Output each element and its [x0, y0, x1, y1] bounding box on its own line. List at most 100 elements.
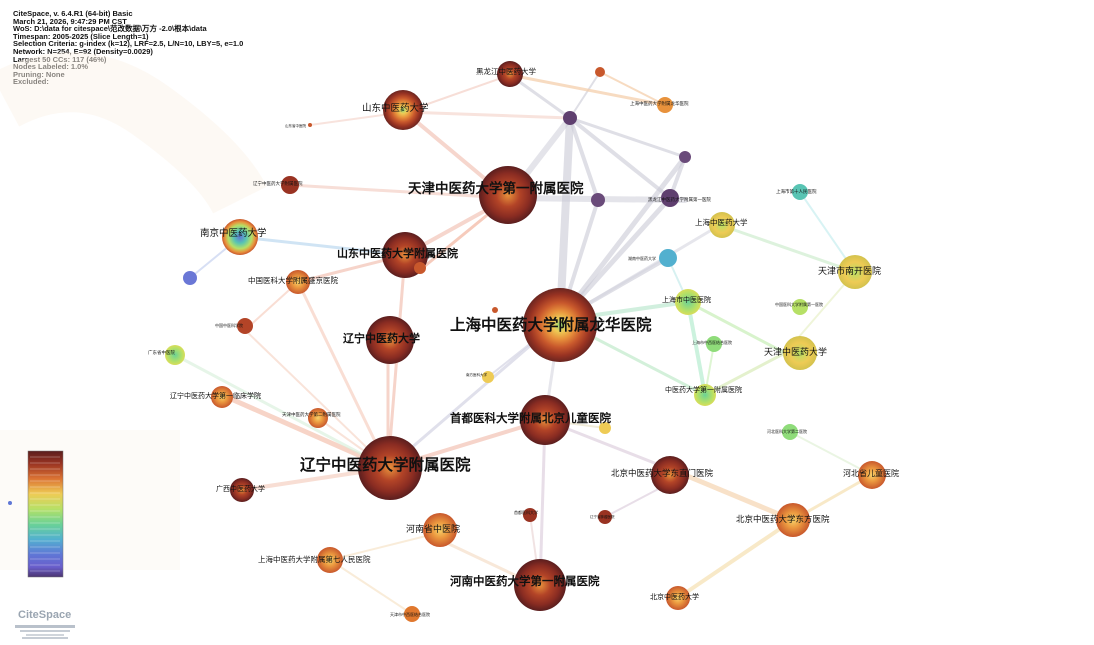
node-small[interactable]	[591, 193, 605, 207]
node-henan-sheng[interactable]	[423, 513, 457, 547]
label-shandong-dx: 山东中医药大学	[362, 102, 429, 114]
citespace-logo-text: CiteSpace	[18, 609, 72, 621]
year-legend-bar	[27, 450, 64, 578]
label-tianjin-nk: 天津市南开医院	[818, 265, 881, 277]
label-tiny: 上海中医药大学附属龙华医院	[630, 100, 689, 107]
label-tiny: 辽宁中医药大学附属医院	[253, 180, 303, 187]
label-beijing-dx: 北京中医药大学	[650, 592, 699, 601]
node-labels: 上海中医药大学附属龙华医院 辽宁中医药大学附属医院 天津中医药大学第一附属医院 …	[148, 66, 899, 617]
label-shoudu-etyy: 首都医科大学附属北京儿童医院	[450, 411, 611, 425]
label-longhua: 上海中医药大学附属龙华医院	[450, 315, 652, 334]
node-small[interactable]	[706, 336, 722, 352]
label-nanjing-dx: 南京中医药大学	[200, 227, 267, 239]
legend-ticks	[30, 456, 60, 572]
label-henan-sheng: 河南省中医院	[406, 523, 460, 535]
node-small[interactable]	[598, 510, 612, 524]
node-tianjin-fy1[interactable]	[479, 166, 537, 224]
label-tiny: 南方医科大学	[466, 372, 487, 377]
label-tiny: 天津中医药大学第二附属医院	[282, 411, 341, 418]
node-shanghai-szy[interactable]	[675, 289, 701, 315]
label-tiny: 黑龙江中医药大学附属第一医院	[648, 196, 711, 203]
header-line: Selection Criteria: g-index (k=12), LRF=…	[13, 39, 244, 49]
node-small[interactable]	[659, 249, 677, 267]
label-tiny: 首都医科大学	[514, 509, 538, 515]
node-shengjing[interactable]	[286, 270, 310, 294]
label-heilongjiang: 黑龙江中医药大学	[476, 66, 536, 76]
label-shanghai-dx: 上海中医药大学	[695, 217, 748, 227]
node-longhua[interactable]	[523, 288, 597, 362]
node-beijing-df[interactable]	[776, 503, 810, 537]
node-shanghai-q[interactable]	[317, 547, 343, 573]
label-tianjin-fy1: 天津中医药大学第一附属医院	[408, 180, 584, 197]
node-small[interactable]	[237, 318, 253, 334]
node-small[interactable]	[165, 345, 185, 365]
label-shanghai-q: 上海中医药大学附属第七人民医院	[258, 554, 371, 564]
node-small[interactable]	[792, 299, 808, 315]
header-line: WoS: D:\data for citespace\范改数据\万方 -2.0\…	[13, 24, 207, 34]
node-henan-fy1[interactable]	[514, 559, 566, 611]
node-small[interactable]	[679, 151, 691, 163]
node-tianjin-dx[interactable]	[783, 336, 817, 370]
label-zhongyi-fy1: 中医药大学第一附属医院	[665, 385, 742, 394]
label-tiny: 天津市中西医结合医院	[390, 611, 430, 617]
label-guangxi: 广西中医药大学	[216, 484, 265, 493]
node-nanjing-dx[interactable]	[222, 219, 258, 255]
node-guangxi[interactable]	[230, 478, 254, 502]
node-liaoning-fy[interactable]	[358, 436, 422, 500]
node-zhongyi-fy1[interactable]	[694, 384, 716, 406]
citespace-logo	[15, 625, 75, 639]
node-small[interactable]	[414, 262, 426, 274]
node-small[interactable]	[308, 123, 312, 127]
label-tiny: 山东省中医院	[285, 123, 306, 128]
header-line: CiteSpace, v. 6.4.R1 (64-bit) Basic	[13, 9, 133, 18]
label-beijing-dzm: 北京中医药大学东直门医院	[611, 468, 714, 479]
node-hebei-et[interactable]	[858, 461, 886, 489]
node-small[interactable]	[308, 408, 328, 428]
label-tianjin-dx: 天津中医药大学	[764, 346, 827, 358]
node-shoudu-etyy[interactable]	[520, 395, 570, 445]
label-tiny: 中国中医科学院	[215, 322, 243, 328]
header-line: Timespan: 2005-2025 (Slice Length=1)	[13, 31, 149, 41]
label-shengjing: 中国医科大学附属盛京医院	[248, 275, 338, 285]
node-small[interactable]	[563, 111, 577, 125]
node-shanghai-dx[interactable]	[709, 212, 735, 238]
node-small[interactable]	[657, 97, 673, 113]
header-line: Network: N=254, E=92 (Density=0.0029)	[13, 46, 153, 56]
node-small[interactable]	[482, 371, 494, 383]
label-tiny: 广东省中医院	[148, 349, 175, 356]
label-shandong-fy: 山东中医药大学附属医院	[337, 246, 458, 260]
node-liaoning-dx[interactable]	[366, 316, 414, 364]
node-small[interactable]	[492, 307, 498, 313]
edges	[173, 71, 874, 615]
header-line: March 21, 2026, 9:47:29 PM CST	[13, 16, 127, 26]
label-tiny: 上海市第十人民医院	[776, 188, 817, 195]
label-henan-fy1: 河南中医药大学第一附属医院	[450, 574, 600, 588]
node-small[interactable]	[183, 271, 197, 285]
node-small[interactable]	[792, 184, 808, 200]
node-shandong-dx[interactable]	[383, 90, 423, 130]
node-beijing-dx[interactable]	[666, 586, 690, 610]
node-heilongjiang[interactable]	[497, 61, 523, 87]
label-liaoning-lc: 辽宁中医药大学第一临床学院	[170, 391, 261, 400]
node-small[interactable]	[281, 176, 299, 194]
label-tiny: 湖南中医药大学	[628, 255, 656, 261]
nodes	[8, 61, 886, 622]
node-small[interactable]	[8, 501, 12, 505]
node-small[interactable]	[595, 67, 605, 77]
node-small[interactable]	[404, 606, 420, 622]
label-hebei-et: 河北省儿童医院	[843, 468, 899, 478]
node-small[interactable]	[661, 189, 679, 207]
node-small[interactable]	[523, 508, 537, 522]
node-beijing-dzm[interactable]	[651, 456, 689, 494]
label-tiny: 中国医科大学附属第一医院	[775, 301, 823, 307]
label-beijing-df: 北京中医药大学东方医院	[736, 514, 830, 525]
node-tianjin-nk[interactable]	[838, 255, 872, 289]
label-tiny: 河北医科大学第二医院	[767, 428, 807, 434]
node-small[interactable]	[782, 424, 798, 440]
node-liaoning-lc[interactable]	[211, 386, 233, 408]
node-small[interactable]	[599, 422, 611, 434]
label-shanghai-szy: 上海市中医医院	[662, 295, 711, 304]
label-tiny: 辽宁省肿瘤医院	[590, 514, 615, 519]
label-liaoning-dx: 辽宁中医药大学	[343, 331, 420, 345]
